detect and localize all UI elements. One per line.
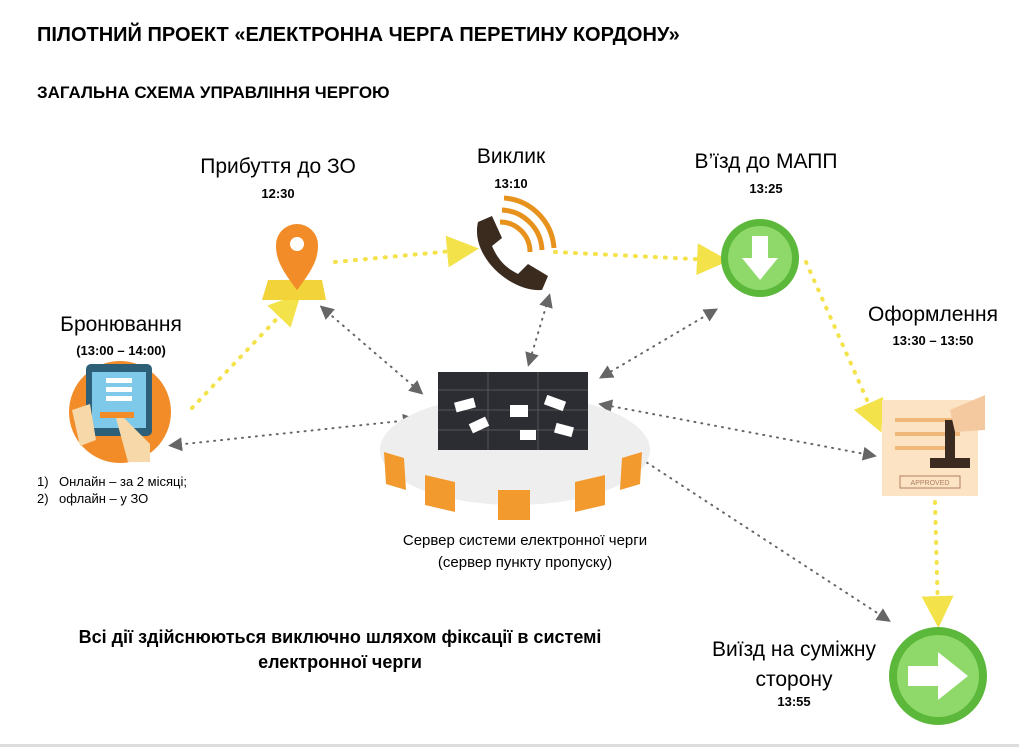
arrival-label: Прибуття до ЗО [200, 155, 356, 178]
bottom-border [0, 744, 1019, 747]
note-line1: Всі дії здійснюються виключно шляхом фік… [78, 627, 602, 647]
phone-icon [476, 195, 557, 291]
page-subtitle: ЗАГАЛЬНА СХЕМА УПРАВЛІННЯ ЧЕРГОЮ [37, 83, 390, 102]
call-time: 13:10 [494, 176, 528, 191]
flow-arrow-booking-arrival [190, 293, 302, 410]
svg-text:APPROVED: APPROVED [911, 480, 950, 487]
call-label: Виклик [476, 145, 546, 168]
booking-label: Бронювання [60, 313, 182, 336]
sync-arrow-exit [594, 428, 891, 622]
exit-time: 13:55 [777, 694, 811, 709]
arrow-down-icon [721, 219, 799, 297]
sync-arrow-booking [168, 413, 417, 452]
booking-option: 2)офлайн – у ЗО [37, 491, 149, 506]
server-caption-line1: Сервер системи електронної черги [402, 532, 648, 549]
booking-options: 1)Онлайн – за 2 місяці; 2)офлайн – у ЗО [37, 473, 187, 507]
processing-label: Оформлення [868, 303, 998, 326]
server-icon [380, 372, 650, 520]
sync-arrow-call [525, 293, 553, 367]
exit-label-line1: Виїзд на суміжну [712, 638, 876, 661]
arrival-time: 12:30 [261, 186, 295, 201]
footer-note: Всі дії здійснюються виключно шляхом фік… [79, 625, 602, 675]
sync-arrow-entry [598, 308, 719, 379]
map-pin-icon [262, 224, 326, 300]
entry-time: 13:25 [749, 181, 783, 196]
arrow-right-icon [889, 627, 987, 725]
exit-label: Виїзд на суміжну сторону [712, 635, 876, 695]
approved-document-icon: APPROVED [882, 395, 985, 496]
tablet-icon [69, 361, 171, 463]
processing-time: 13:30 – 13:50 [892, 333, 974, 348]
server-caption-line2: (сервер пункту пропуску) [437, 554, 613, 571]
page-title: ПІЛОТНИЙ ПРОЕКТ «ЕЛЕКТРОННА ЧЕРГА ПЕРЕТИ… [37, 24, 680, 46]
flow-arrow-arrival-call [333, 235, 479, 268]
entry-label: В’їзд до МАПП [694, 150, 838, 173]
sync-arrow-arrival [319, 305, 424, 395]
booking-option: 1)Онлайн – за 2 місяці; [37, 474, 187, 489]
exit-label-line2: сторону [755, 668, 833, 691]
server-caption: Сервер системи електронної черги (сервер… [403, 530, 647, 574]
flow-arrow-entry-processing [804, 260, 884, 433]
flow-arrow-call-entry [553, 243, 729, 276]
booking-time: (13:00 – 14:00) [76, 343, 166, 358]
note-line2: електронної черги [258, 652, 422, 672]
flow-arrow-processing-exit [921, 500, 954, 628]
